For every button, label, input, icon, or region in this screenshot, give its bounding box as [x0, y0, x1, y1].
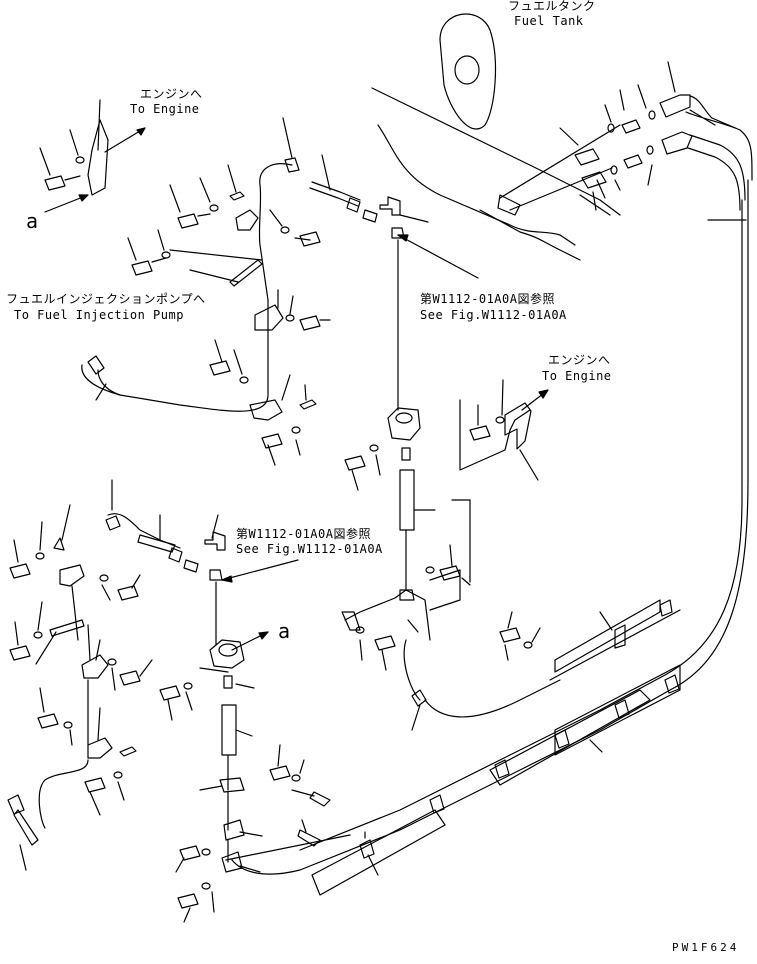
return-hose: [231, 179, 749, 875]
to-engine-middle-label-en: To Engine: [542, 369, 612, 383]
lower-left-assembly: [7, 479, 226, 871]
see-fig-upper-label-jp: 第W1112-01A0A図参照: [420, 292, 555, 306]
fuel-tank-label-jp: フュエルタンク: [508, 0, 596, 13]
tank-fittings: [499, 61, 753, 211]
see-fig-lower-label-jp: 第W1112-01A0A図参照: [236, 527, 371, 541]
upper-left-bolts: [39, 99, 321, 287]
see-fig-upper-label-en: See Fig.W1112-01A0A: [420, 308, 567, 322]
injection-pump-label-jp: フュエルインジェクションポンプへ: [6, 292, 206, 306]
drawing-code: PW1F624: [672, 941, 740, 954]
fuel-tank-label-en: Fuel Tank: [514, 14, 584, 28]
to-engine-upper-label-jp: エンジンへ: [140, 87, 203, 101]
pointer-arrows: [44, 127, 549, 651]
to-engine-middle-label-jp: エンジンへ: [548, 353, 611, 367]
filter-assembly-lower: [159, 639, 366, 923]
reference-a-left: a: [26, 209, 39, 233]
reference-a-right: a: [278, 619, 291, 643]
fuel-tank: [371, 13, 621, 261]
filter-assembly-upper: [341, 379, 561, 731]
injection-pump-label-en: To Fuel Injection Pump: [14, 308, 184, 322]
see-fig-lower-label-en: See Fig.W1112-01A0A: [236, 542, 383, 556]
upper-fuel-lines: [81, 117, 429, 412]
return-hose-clamps: [311, 599, 681, 896]
to-engine-upper-label-en: To Engine: [130, 102, 200, 116]
middle-bracket-stack: [209, 289, 331, 466]
